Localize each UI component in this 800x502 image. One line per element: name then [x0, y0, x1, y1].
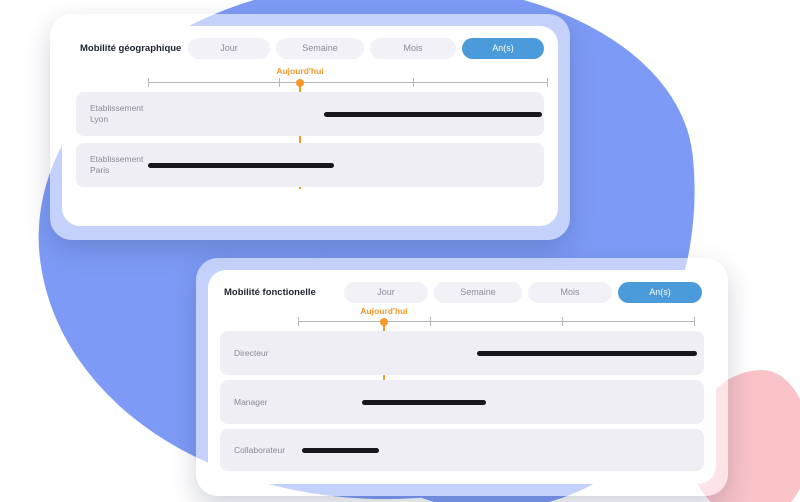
tab-ans-geographique[interactable]: An(s): [462, 37, 544, 59]
row-label-manager: Manager: [234, 397, 268, 407]
table-row[interactable]: Manager: [220, 380, 704, 424]
axis-tick: [547, 78, 548, 87]
tab-mois-fonctionelle[interactable]: Mois: [528, 281, 612, 303]
timeline-axis-fonctionelle: [298, 317, 695, 326]
row-label-directeur: Directeur: [234, 348, 269, 358]
tab-jour-geographique[interactable]: Jour: [188, 37, 270, 59]
row-label-etablissement-lyon: Etablissement Lyon: [90, 103, 144, 124]
table-row[interactable]: Collaborateur: [220, 429, 704, 471]
today-marker-label-fonctionelle: Aujourd'hui: [360, 306, 408, 316]
row-label-collaborateur: Collaborateur: [234, 445, 286, 455]
tab-jour-fonctionelle[interactable]: Jour: [344, 281, 428, 303]
today-marker-dot-geographique: [296, 79, 304, 87]
card-header-geographique: Mobilité géographique Jour Semaine Mois …: [62, 26, 558, 70]
axis-tick: [562, 317, 563, 326]
tabs-geographique: Jour Semaine Mois An(s): [188, 37, 544, 59]
axis-tick: [694, 317, 695, 326]
gantt-bar-manager: [362, 399, 486, 405]
page-title-fonctionelle: Mobilité fonctionelle: [224, 286, 316, 298]
today-marker-dot-fonctionelle: [380, 318, 388, 326]
tab-semaine-fonctionelle[interactable]: Semaine: [434, 281, 522, 303]
gantt-bar-collaborateur: [302, 447, 379, 453]
table-row[interactable]: Directeur: [220, 331, 704, 375]
axis-tick: [413, 78, 414, 87]
axis-tick: [430, 317, 431, 326]
today-marker-line-geographique: [299, 83, 301, 189]
table-row[interactable]: Etablissement Paris: [76, 143, 544, 187]
page-title-geographique: Mobilité géographique: [80, 42, 182, 54]
tab-ans-fonctionelle[interactable]: An(s): [618, 281, 702, 303]
card-header-fonctionelle: Mobilité fonctionelle Jour Semaine Mois …: [208, 270, 716, 314]
tab-mois-geographique[interactable]: Mois: [370, 37, 456, 59]
table-row[interactable]: Etablissement Lyon: [76, 92, 544, 136]
today-marker-label-geographique: Aujourd'hui: [276, 66, 324, 76]
axis-tick: [298, 317, 299, 326]
gantt-bar-directeur: [477, 350, 698, 356]
axis-tick: [148, 78, 149, 87]
gantt-bar-etablissement-lyon: [324, 111, 543, 117]
card-mobilite-fonctionelle: Mobilité fonctionelle Jour Semaine Mois …: [208, 270, 716, 484]
axis-tick: [279, 78, 280, 87]
tabs-fonctionelle: Jour Semaine Mois An(s): [344, 281, 702, 303]
gantt-bar-etablissement-paris: [148, 162, 335, 168]
card-mobilite-geographique: Mobilité géographique Jour Semaine Mois …: [62, 26, 558, 226]
timeline-axis-geographique: [148, 78, 548, 87]
tab-semaine-geographique[interactable]: Semaine: [276, 37, 364, 59]
row-label-etablissement-paris: Etablissement Paris: [90, 154, 144, 175]
